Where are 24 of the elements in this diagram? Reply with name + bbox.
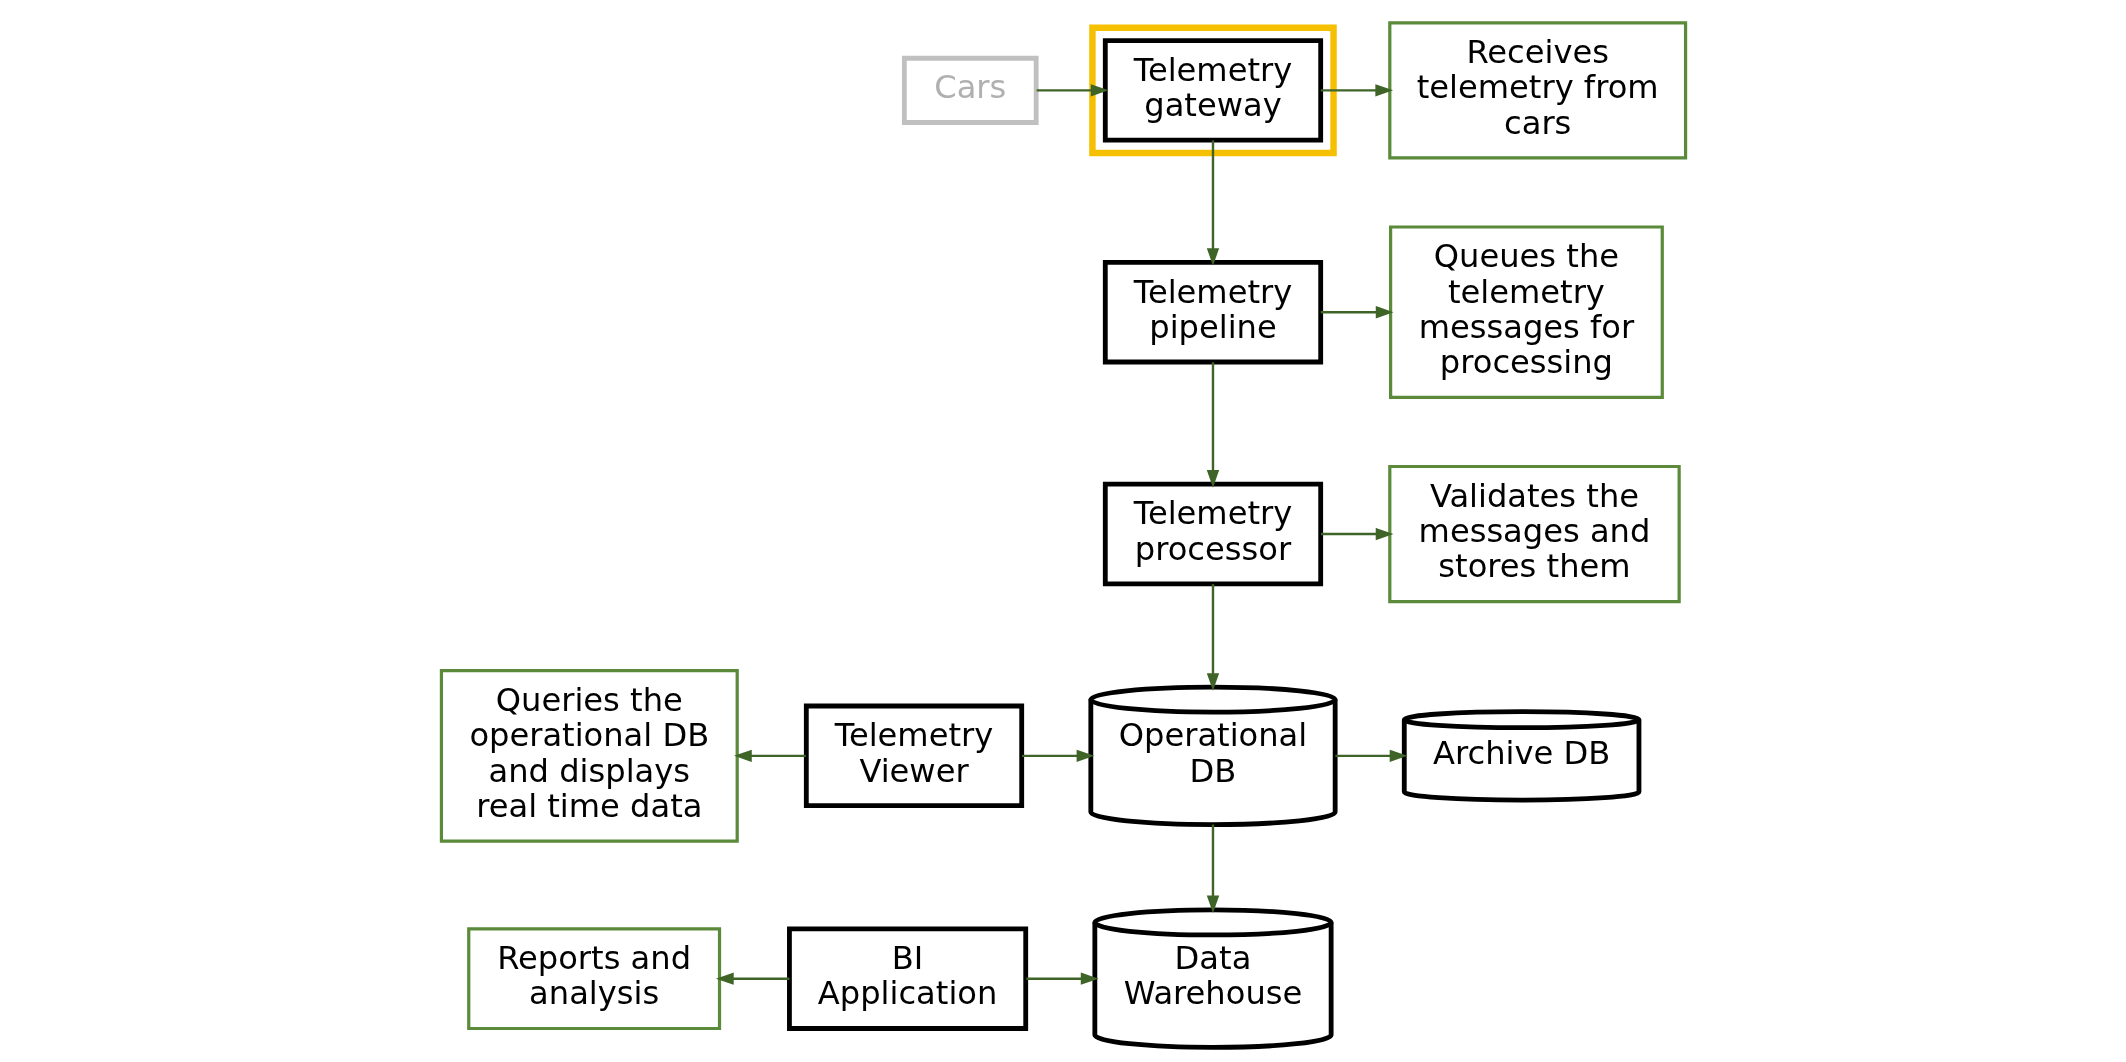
node-box: Queues the telemetry messages for processing — [1388, 225, 1664, 399]
node-box: Receives telemetry from cars — [1387, 21, 1687, 160]
arrow — [1320, 306, 1393, 319]
node-box: Telemetry Viewer — [803, 703, 1024, 809]
arrow — [1320, 84, 1393, 97]
node-box: BI Application — [786, 926, 1028, 1031]
arrow — [1334, 749, 1407, 763]
node-box: Validates the messages and stores them — [1387, 464, 1681, 604]
node-box: Cars — [901, 55, 1039, 125]
node-box: Telemetry processor — [1102, 481, 1323, 587]
node-box: Queries the operational DB and displays real time data — [439, 669, 739, 843]
arrow — [1206, 362, 1219, 488]
arrow — [733, 749, 806, 763]
arrow — [1320, 527, 1393, 541]
node-box: Telemetry pipeline — [1102, 259, 1323, 365]
arrow — [1025, 972, 1098, 985]
arrow — [1036, 84, 1108, 97]
arrow — [715, 972, 789, 985]
node-box: Telemetry gateway — [1102, 38, 1323, 143]
arrow — [1206, 140, 1219, 266]
arrow — [1206, 824, 1219, 914]
arrow — [1021, 749, 1094, 763]
node-box: Reports and analysis — [466, 927, 721, 1031]
arrow — [1206, 584, 1219, 691]
